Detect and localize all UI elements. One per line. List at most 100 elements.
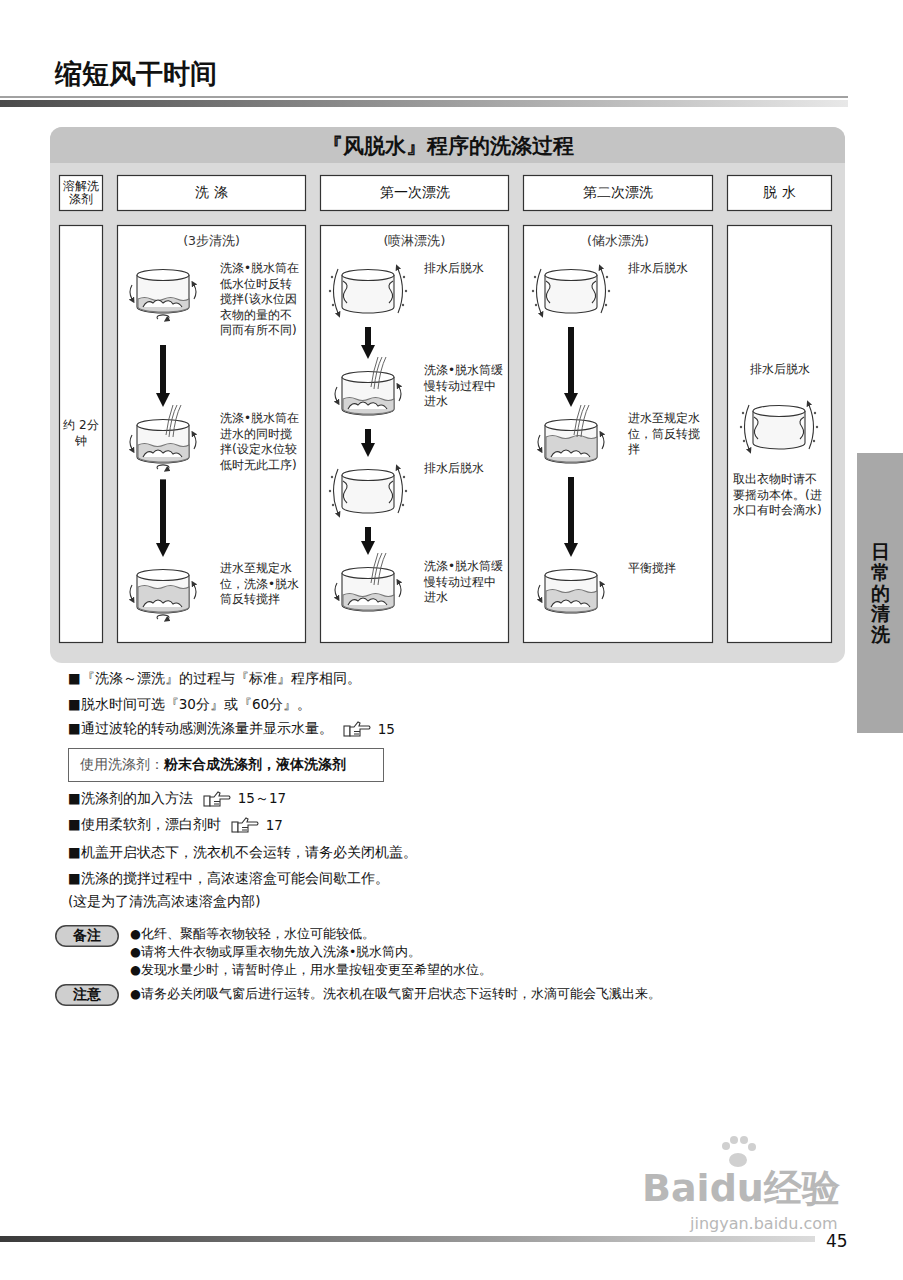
note-text: ●请务必关闭吸气窗后进行运转。洗衣机在吸气窗开启状态下运转时，水滴可能会飞溅出来…: [130, 986, 661, 1003]
tab-ground: [857, 453, 903, 733]
box-outline: [321, 176, 509, 211]
note-text: ●发现水量少时，请暂时停止，用水量按钮变更至希望的水位。: [130, 962, 492, 979]
note-row: ●请将大件衣物或厚重衣物先放入洗涤•脱水筒内。: [130, 944, 421, 961]
box-text: (储水漂洗): [523, 233, 713, 250]
reference-hand-icon: [203, 790, 231, 808]
process-step: 洗涤•脱水筒在进水的同时搅拌(设定水位较低时无此工序): [127, 411, 305, 473]
watermark: jingyan.baidu.com: [690, 1214, 838, 1233]
note-row: Baidu经验: [642, 1163, 840, 1214]
drum-illustration: [127, 411, 199, 471]
process-step: 排水后脱水: [332, 461, 506, 521]
note-text: ●请将大件衣物或厚重衣物先放入洗涤•脱水筒内。: [130, 944, 421, 961]
flow-arrow: [160, 345, 166, 393]
panel-ground: [50, 127, 845, 663]
note-row: ●化纤、聚酯等衣物较轻，水位可能较低。: [130, 926, 375, 943]
stage-header: 脱 水: [727, 175, 832, 211]
flow-arrow: [365, 327, 371, 345]
process-step: 排水后脱水: [332, 261, 506, 321]
flow-arrow: [568, 477, 574, 543]
note-text: ■洗涤剂的加入方法: [68, 790, 193, 808]
panel-band: [50, 127, 845, 163]
flow-arrow: [365, 527, 371, 541]
watermark: Baidu经验: [642, 1163, 840, 1214]
box-outline: [118, 176, 306, 211]
step-text: 洗涤•脱水筒缓慢转动过程中进水: [424, 363, 504, 410]
header-rule: [0, 97, 848, 107]
drum-illustration: [127, 261, 199, 321]
note-text: ■『洗涤～漂洗』的过程与『标准』程序相同。: [68, 670, 361, 688]
note-row: ●发现水量少时，请暂时停止，用水量按钮变更至希望的水位。: [130, 962, 492, 979]
drum-illustration: [332, 363, 404, 423]
box-text: (3步清洗): [117, 233, 306, 250]
drum-illustration: [332, 559, 404, 619]
box-text: 洗 涤: [195, 184, 227, 202]
note-row: ■洗涤的搅拌过程中，高浓速溶盒可能会间歇工作。: [68, 870, 389, 888]
step-text: 洗涤•脱水筒在低水位时反转搅拌(该水位因衣物的量的不同而有所不同): [220, 261, 303, 339]
stage-header: 溶解洗涤剂: [59, 175, 103, 211]
note-row: 45: [826, 1231, 848, 1251]
drum-illustration: [535, 561, 607, 621]
note-text: ■通过波轮的转动感测洗涤量并显示水量。: [68, 720, 333, 738]
process-step: 进水至规定水位，筒反转搅拌: [535, 411, 711, 471]
box-outline: [321, 226, 509, 643]
page-title: 缩短风干时间: [55, 56, 217, 92]
process-step: 平衡搅拌: [535, 561, 711, 621]
program-panel: 溶解洗涤剂 洗 涤 第一次漂洗 第二次漂洗 脱 水约 2分钟 洗涤•脱水筒在低水位时反转搅…: [50, 127, 845, 663]
note-text: ■使用柔软剂，漂白剂时: [68, 816, 221, 834]
note-row: ●请务必关闭吸气窗后进行运转。洗衣机在吸气窗开启状态下运转时，水滴可能会飞溅出来…: [130, 986, 661, 1003]
stage-column: 排水后脱水取出衣物时请不要摇动本体。(进水口有时会滴水): [727, 225, 832, 643]
box-text: (喷淋漂洗): [320, 233, 509, 250]
reference-hand-icon: [231, 816, 259, 834]
note-row: ■洗涤剂的加入方法 15～17: [68, 790, 286, 808]
step-text: 排水后脱水: [424, 261, 504, 277]
note-text: 15～17: [238, 790, 286, 808]
page-number: 45: [826, 1231, 848, 1251]
box-text: 约 2分钟: [63, 418, 99, 449]
box-outline: [60, 226, 103, 643]
note-badge: 备注: [55, 925, 119, 947]
stage-header: 第一次漂洗: [320, 175, 509, 211]
note-text: ■洗涤的搅拌过程中，高浓速溶盒可能会间歇工作。: [68, 870, 389, 888]
process-step: 进水至规定水位，洗涤•脱水筒反转搅拌: [127, 561, 305, 621]
note-row: ■通过波轮的转动感测洗涤量并显示水量。15: [68, 720, 395, 738]
flow-arrow: [160, 479, 166, 543]
note-text: 17: [266, 817, 283, 833]
note-row: (这是为了清洗高浓速溶盒内部): [68, 893, 261, 911]
panel-title: 『风脱水』程序的洗涤过程: [50, 127, 845, 160]
drum-illustration: [535, 411, 607, 471]
step-text: 排水后脱水: [727, 361, 832, 378]
stage-column: 约 2分钟: [59, 225, 103, 643]
process-step: 洗涤•脱水筒在低水位时反转搅拌(该水位因衣物的量的不同而有所不同): [127, 261, 305, 339]
box-outline: [524, 176, 713, 211]
box-text: 溶解洗涤剂: [62, 180, 100, 205]
box-outline: [728, 176, 832, 211]
box-outline: [524, 226, 713, 643]
stage-column: 排水后脱水进水至规定水位，筒反转搅拌平衡搅拌(储水漂洗): [523, 225, 713, 643]
stage-header: 洗 涤: [117, 175, 306, 211]
flow-arrow: [365, 429, 371, 443]
watermark-paw: [722, 1136, 756, 1167]
step-text: 排水后脱水: [424, 461, 504, 477]
drum-illustration: [332, 461, 404, 521]
box-outline: [728, 226, 832, 643]
footer-bar: [0, 1236, 815, 1242]
note-row: jingyan.baidu.com: [690, 1214, 838, 1233]
badge-outline: [56, 926, 119, 947]
process-step: 洗涤•脱水筒缓慢转动过程中进水: [332, 363, 506, 423]
note-row: ■机盖开启状态下，洗衣机不会运转，请务必关闭机盖。: [68, 844, 417, 862]
note-row: ■使用柔软剂，漂白剂时 17: [68, 816, 283, 834]
step-text: 取出衣物时请不要摇动本体。(进水口有时会滴水): [733, 472, 826, 519]
process-step: 洗涤•脱水筒缓慢转动过程中进水: [332, 559, 506, 619]
box-outline: [118, 226, 306, 643]
side-tab: 日常的清洗: [857, 453, 903, 733]
note-text: ■脱水时间可选『30分』或『60分』。: [68, 696, 311, 714]
drum-illustration: [535, 261, 607, 321]
step-text: 进水至规定水位，筒反转搅拌: [628, 411, 709, 458]
note-text: ●化纤、聚酯等衣物较轻，水位可能较低。: [130, 926, 375, 943]
note-row: ■脱水时间可选『30分』或『60分』。: [68, 696, 311, 714]
stage-header: 第二次漂洗: [523, 175, 713, 211]
box-text: 注意: [73, 986, 101, 1004]
note-badge: 注意: [55, 984, 119, 1006]
box-text: 第二次漂洗: [583, 184, 653, 202]
box-text: 粉末合成洗涤剂，液体洗涤剂: [164, 756, 346, 774]
